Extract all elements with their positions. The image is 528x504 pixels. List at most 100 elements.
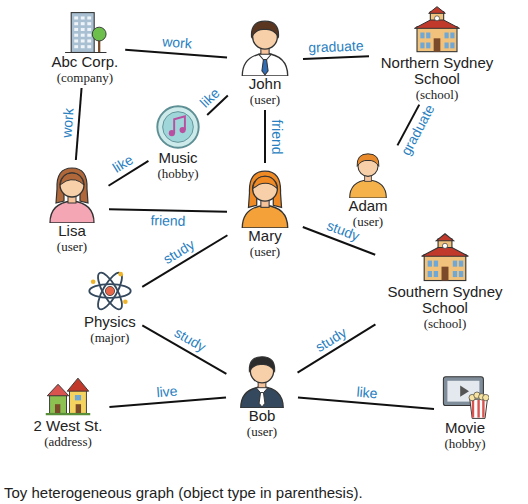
icon-part — [92, 27, 106, 41]
icon-part — [434, 271, 438, 277]
icon-part — [350, 180, 387, 198]
icon-part — [415, 20, 460, 28]
icon-part — [262, 59, 268, 75]
node-type: (address) — [44, 434, 92, 449]
icon-part — [74, 22, 78, 25]
icon-part — [477, 400, 479, 418]
user-icon — [241, 357, 284, 408]
physics-icon — [89, 270, 130, 313]
icon-part — [87, 39, 91, 42]
user-illustration — [234, 14, 296, 76]
icon-part — [447, 381, 479, 402]
icon-part — [118, 272, 123, 277]
icon-part — [91, 280, 96, 285]
icon-part — [87, 28, 91, 31]
icon-part — [81, 16, 85, 19]
icon-part — [50, 395, 67, 413]
relation-label: graduate — [306, 38, 366, 55]
address-icon — [46, 378, 90, 414]
icon-part — [47, 384, 68, 396]
icon-part — [460, 386, 469, 397]
icon-part — [422, 248, 469, 257]
relation-line — [142, 325, 226, 374]
icon-part — [428, 271, 432, 277]
icon-part — [472, 400, 474, 418]
icon-part — [56, 168, 88, 203]
icon-part — [259, 393, 265, 408]
icon-part — [442, 243, 447, 248]
icon-part — [248, 171, 281, 207]
icon-part — [420, 43, 424, 49]
icon-part — [445, 33, 449, 39]
icon-part — [81, 34, 85, 37]
icon-part — [74, 16, 78, 19]
user-node: Adam(user) — [339, 148, 397, 229]
icon-part — [89, 284, 130, 298]
node-name: John — [249, 76, 282, 92]
node-type: (school) — [424, 316, 467, 331]
node-name: Mary — [248, 228, 281, 244]
icon-part — [180, 127, 186, 133]
relation-label: like — [196, 84, 224, 112]
icon-part — [426, 33, 430, 39]
relation-line — [109, 209, 227, 211]
icon-part — [60, 173, 84, 185]
icon-part — [435, 16, 440, 21]
node-name: Northern Sydney School — [376, 55, 498, 87]
figure-caption: Toy heterogeneous graph (object type in … — [4, 484, 363, 501]
icon-part — [424, 255, 466, 281]
icon-part — [94, 270, 127, 313]
icon-part — [417, 27, 457, 52]
node-type: (user) — [353, 214, 383, 229]
node-name: Bob — [249, 408, 276, 424]
node-name: Adam — [348, 198, 387, 214]
icon-part — [434, 261, 438, 267]
user-icon — [242, 21, 287, 76]
relation-label: friend — [148, 213, 187, 229]
node-name: Music — [158, 150, 197, 166]
user-illustration — [233, 350, 291, 408]
icon-part — [76, 404, 81, 413]
relation-label: graduate — [397, 100, 438, 159]
school-illustration — [419, 232, 471, 284]
user-node: Mary(user) — [230, 166, 300, 259]
school-icon — [422, 234, 469, 281]
school-icon — [415, 7, 460, 52]
icon-part — [60, 173, 84, 197]
address-illustration — [45, 372, 91, 418]
icon-part — [74, 45, 78, 48]
address-node: 2 West St.(address) — [30, 372, 107, 449]
relation-label: friend — [268, 117, 283, 156]
icon-part — [74, 39, 78, 42]
icon-part — [445, 43, 449, 49]
icon-part — [169, 130, 175, 136]
node-type: (user) — [250, 244, 280, 259]
icon-part — [74, 34, 78, 37]
icon-part — [81, 39, 85, 42]
icon-part — [436, 234, 453, 241]
icon-part — [67, 378, 88, 391]
relation-label: like — [108, 151, 137, 177]
node-name: Movie — [445, 420, 485, 436]
node-type: (user) — [247, 424, 277, 439]
node-type: (school) — [416, 87, 459, 102]
user-icon — [242, 171, 287, 228]
node-type: (hobby) — [157, 166, 198, 181]
icon-part — [94, 270, 127, 313]
icon-part — [81, 45, 85, 48]
node-type: (hobby) — [444, 436, 485, 451]
icon-part — [75, 395, 81, 400]
company-node: Abc Corp.(company) — [48, 8, 123, 85]
icon-part — [87, 34, 91, 37]
icon-part — [71, 13, 94, 53]
icon-part — [242, 205, 287, 228]
relation-line — [76, 88, 82, 160]
movie-illustration — [441, 372, 489, 420]
node-name: Southern Sydney School — [382, 284, 508, 316]
node-name: Lisa — [58, 223, 86, 239]
node-name: Physics — [84, 314, 136, 330]
icon-part — [253, 176, 278, 201]
icon-part — [420, 33, 424, 39]
icon-part — [459, 261, 463, 267]
user-icon — [50, 168, 94, 223]
